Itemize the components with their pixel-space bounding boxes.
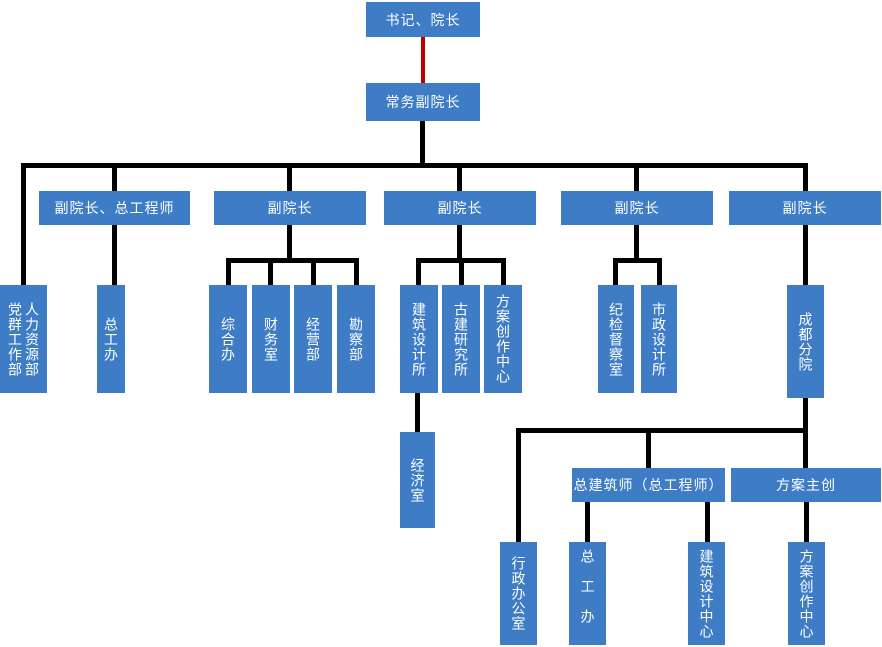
node-label: 人力资源部 bbox=[24, 301, 40, 377]
connector-line bbox=[646, 428, 651, 468]
org-node-scheme-creation-center: 方案创作中心 bbox=[484, 285, 522, 393]
node-label: 经济室 bbox=[409, 457, 426, 503]
node-label: 经营部 bbox=[305, 316, 321, 362]
org-node-executive-vice-dean: 常务副院长 bbox=[366, 83, 480, 121]
connector-line bbox=[112, 225, 117, 286]
node-label: 综合办 bbox=[220, 316, 236, 362]
org-node-secretary-dean: 书记、院长 bbox=[366, 2, 480, 37]
connector-line bbox=[516, 428, 521, 542]
connector-line bbox=[311, 258, 316, 286]
node-label: 行政办公室 bbox=[510, 556, 527, 631]
node-label: 纪检督察室 bbox=[608, 301, 624, 377]
org-node-general-office: 综合办 bbox=[209, 285, 247, 393]
node-label: 副院长 bbox=[782, 200, 828, 216]
node-label: 方案创作中心 bbox=[798, 548, 815, 639]
node-label: 总建筑师（总工程师） bbox=[573, 477, 724, 493]
connector-line bbox=[226, 258, 231, 286]
org-node-finance-office: 财务室 bbox=[252, 285, 290, 393]
node-label: 书记、院长 bbox=[385, 11, 461, 28]
connector-line bbox=[803, 397, 808, 432]
node-label: 成都分院 bbox=[797, 311, 814, 372]
connector-line bbox=[516, 428, 808, 433]
node-label: 副院长 bbox=[437, 200, 483, 216]
org-node-vice-dean-4: 副院长 bbox=[561, 191, 713, 225]
connector-line bbox=[457, 163, 462, 191]
org-node-admin-office: 行政办公室 bbox=[500, 542, 537, 645]
node-label: 建筑设计中心 bbox=[698, 548, 715, 639]
node-label: 副院长、总工程师 bbox=[54, 200, 175, 216]
org-node-scheme-lead: 方案主创 bbox=[731, 468, 881, 502]
org-node-chief-engineer-office: 总工办 bbox=[97, 285, 125, 393]
node-label: 方案主创 bbox=[776, 477, 836, 493]
connector-line bbox=[415, 393, 420, 432]
connector-line bbox=[613, 258, 662, 263]
node-label: 建筑设计所 bbox=[411, 301, 427, 377]
node-label: 市政设计所 bbox=[651, 301, 667, 377]
connector-line bbox=[21, 163, 26, 286]
org-node-architecture-design-institute: 建筑设计所 bbox=[400, 285, 438, 393]
org-node-branch-chief-engineer-office: 总工办 bbox=[569, 542, 606, 645]
org-node-branch-scheme-creation-center: 方案创作中心 bbox=[788, 542, 825, 645]
org-node-vice-dean-2: 副院长 bbox=[214, 191, 366, 225]
connector-line bbox=[354, 258, 359, 286]
org-node-survey-dept: 勘察部 bbox=[337, 285, 375, 393]
org-node-chengdu-branch: 成都分院 bbox=[787, 285, 824, 398]
org-node-economy-office: 经济室 bbox=[400, 432, 435, 528]
connector-line bbox=[416, 258, 421, 286]
connector-line bbox=[420, 120, 425, 168]
node-label: 总工办 bbox=[103, 316, 119, 362]
connector-line-direct bbox=[421, 37, 425, 84]
connector-line bbox=[803, 225, 808, 286]
connector-line bbox=[226, 258, 359, 263]
connector-line bbox=[804, 502, 809, 542]
connector-line bbox=[457, 225, 462, 263]
node-label: 方案创作中心 bbox=[495, 294, 511, 384]
org-node-ancient-building-institute: 古建研究所 bbox=[442, 285, 480, 393]
connector-line bbox=[634, 163, 639, 191]
org-node-vice-dean-5: 副院长 bbox=[729, 191, 881, 225]
connector-line bbox=[585, 502, 590, 542]
org-node-vice-dean-chief-engineer: 副院长、总工程师 bbox=[39, 191, 190, 225]
connector-line bbox=[705, 502, 710, 542]
node-label: 勘察部 bbox=[348, 316, 364, 362]
connector-line bbox=[21, 163, 808, 168]
org-node-party-mass-hr-box: 党群工作部 人力资源部 bbox=[0, 285, 47, 393]
org-node-municipal-design-institute: 市政设计所 bbox=[641, 285, 677, 393]
node-label: 总工办 bbox=[579, 548, 596, 639]
connector-line bbox=[112, 163, 117, 191]
connector-line bbox=[803, 163, 808, 191]
connector-line bbox=[459, 258, 464, 286]
connector-line bbox=[501, 258, 506, 286]
connector-line bbox=[613, 258, 618, 286]
connector-line bbox=[634, 225, 639, 263]
org-node-chief-architect: 总建筑师（总工程师） bbox=[572, 468, 725, 502]
connector-line bbox=[287, 225, 292, 263]
org-node-architecture-design-center: 建筑设计中心 bbox=[688, 542, 725, 645]
node-label: 古建研究所 bbox=[453, 301, 469, 377]
connector-line bbox=[657, 258, 662, 286]
connector-line bbox=[287, 163, 292, 191]
connector-line bbox=[803, 428, 808, 468]
node-label: 常务副院长 bbox=[385, 94, 461, 110]
node-label: 副院长 bbox=[267, 200, 313, 216]
org-node-discipline-inspection-office: 纪检督察室 bbox=[598, 285, 634, 393]
connector-line bbox=[268, 258, 273, 286]
node-label: 财务室 bbox=[263, 316, 279, 362]
node-label: 党群工作部 bbox=[7, 301, 23, 377]
org-node-vice-dean-3: 副院长 bbox=[384, 191, 536, 225]
node-label: 副院长 bbox=[614, 200, 660, 216]
org-node-business-dept: 经营部 bbox=[294, 285, 332, 393]
